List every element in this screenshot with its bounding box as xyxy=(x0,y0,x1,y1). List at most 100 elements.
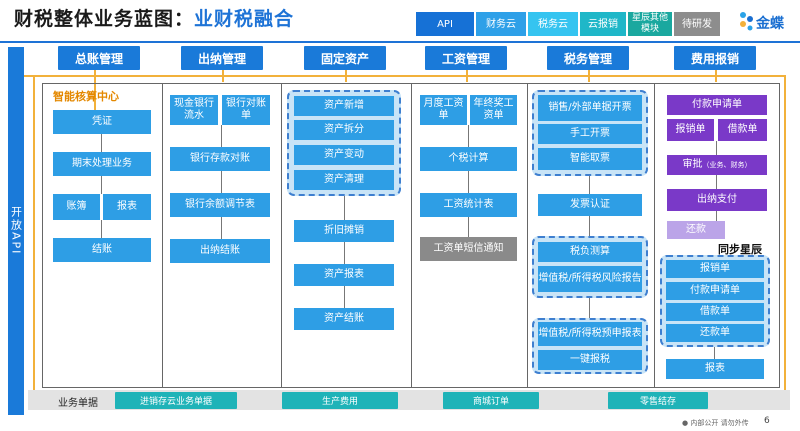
flow-arrow xyxy=(716,141,717,155)
flow-arrow xyxy=(344,196,345,220)
header-assets: 固定资产 xyxy=(304,46,386,70)
legend-daiyanfa: 待研发 xyxy=(674,12,720,36)
legend-shuiwuyun: 税务云 xyxy=(528,12,578,36)
cashier-close: 出纳结账 xyxy=(170,239,270,263)
expense-pay-request: 付款申请单 xyxy=(667,95,767,115)
flow-arrow xyxy=(589,216,590,236)
header-tax: 税务管理 xyxy=(547,46,629,70)
assets-depreciation: 折旧摊销 xyxy=(294,220,394,242)
flow-arrow xyxy=(101,134,102,152)
tax-risk-report: 增值税/所得税风险报告 xyxy=(538,266,642,292)
api-drop-expense xyxy=(715,70,717,82)
column-separator xyxy=(411,83,412,388)
api-connector-right xyxy=(784,75,786,405)
flow-arrow xyxy=(344,242,345,264)
flow-arrow xyxy=(716,175,717,189)
expense-approve-label: 审批 xyxy=(682,159,703,170)
sync-loan: 借款单 xyxy=(666,303,764,321)
tax-sales-invoice: 销售/外部单据开票 xyxy=(538,95,642,121)
cashier-bank-recon: 银行存款对账 xyxy=(170,147,270,171)
expense-loan: 借款单 xyxy=(718,119,767,141)
api-connector-top xyxy=(24,75,784,77)
flow-arrow xyxy=(221,217,222,239)
flow-arrow xyxy=(716,211,717,221)
logo-text: 金蝶 xyxy=(756,16,784,32)
assets-close: 资产结账 xyxy=(294,308,394,330)
salary-sms-notice: 工资单短信通知 xyxy=(420,237,517,261)
ledger-books: 账簿 xyxy=(53,194,100,220)
column-separator xyxy=(654,83,655,388)
expense-payout: 出纳支付 xyxy=(667,189,767,211)
header-salary: 工资管理 xyxy=(425,46,507,70)
title-main: 财税整体业务蓝图： xyxy=(14,8,195,30)
assets-clear: 资产清理 xyxy=(294,170,394,190)
expense-approve-note: （业务、财务） xyxy=(702,161,752,169)
api-drop-ledger xyxy=(94,70,96,110)
chip-inventory-docs: 进销存云业务单据 xyxy=(115,392,237,409)
legend-xingchen: 星辰其他模块 xyxy=(628,12,672,36)
salary-tax-calc: 个税计算 xyxy=(420,147,517,171)
flow-arrow xyxy=(468,125,469,147)
flow-arrow xyxy=(344,286,345,308)
ledger-close: 结账 xyxy=(53,238,151,262)
expense-reimburse: 报销单 xyxy=(667,119,714,141)
sync-reimburse: 报销单 xyxy=(666,260,764,278)
tax-burden-calc: 税负测算 xyxy=(538,242,642,262)
header-expense: 费用报销 xyxy=(674,46,756,70)
flow-arrow xyxy=(468,217,469,237)
ledger-reports: 报表 xyxy=(103,194,151,220)
header-ledger: 总账管理 xyxy=(58,46,140,70)
assets-report: 资产报表 xyxy=(294,264,394,286)
tax-invoice-auth: 发票认证 xyxy=(538,194,642,216)
tax-prepay-report: 增值税/所得税预申报表 xyxy=(538,322,642,346)
column-separator xyxy=(162,83,163,388)
flow-arrow xyxy=(468,171,469,193)
column-separator xyxy=(527,83,528,388)
header-cashier: 出纳管理 xyxy=(181,46,263,70)
chip-retail-stock: 零售结存 xyxy=(608,392,708,409)
assets-split: 资产拆分 xyxy=(294,120,394,140)
open-api-bar: 开放API xyxy=(8,47,24,415)
footer-note: ● 内部公开 请勿外传 xyxy=(682,418,749,428)
legend-caiwuyun: 财务云 xyxy=(476,12,526,36)
expense-approve: 审批（业务、财务） xyxy=(667,155,767,175)
title-highlight: 业财税融合 xyxy=(194,8,295,30)
business-docs-label: 业务单据 xyxy=(58,398,98,409)
ledger-voucher: 凭证 xyxy=(53,110,151,134)
flow-arrow xyxy=(589,298,590,318)
api-drop-salary xyxy=(466,70,468,82)
cashier-balance-adjust: 银行余额调节表 xyxy=(170,193,270,217)
tax-one-click-file: 一键报税 xyxy=(538,350,642,370)
flow-arrow xyxy=(221,125,222,147)
api-drop-cashier xyxy=(222,70,224,82)
open-api-label: 开放API xyxy=(9,206,23,256)
assets-change: 资产变动 xyxy=(294,145,394,165)
api-drop-assets xyxy=(345,70,347,82)
sync-pay-request: 付款申请单 xyxy=(666,282,764,300)
page-number: 6 xyxy=(764,416,770,426)
tax-smart-invoice: 智能取票 xyxy=(538,148,642,170)
smart-accounting-label: 智能核算中心 xyxy=(53,90,119,103)
kingdee-butterfly-icon xyxy=(740,12,753,31)
cashier-bank-statement: 银行对账单 xyxy=(222,95,270,125)
sync-xingchen-label: 同步星辰 xyxy=(718,243,762,256)
api-connector-left xyxy=(33,75,35,403)
flow-arrow xyxy=(101,176,102,194)
salary-monthly: 月度工资单 xyxy=(420,95,467,125)
chip-mall-orders: 商城订单 xyxy=(443,392,539,409)
flow-arrow xyxy=(589,176,590,194)
tax-manual-invoice: 手工开票 xyxy=(538,124,642,144)
footer-note-text: 内部公开 请勿外传 xyxy=(690,419,749,427)
page-title: 财税整体业务蓝图：业财税融合 xyxy=(14,4,294,31)
ledger-period-end: 期末处理业务 xyxy=(53,152,151,176)
legend-yunbaoxiao: 云报销 xyxy=(580,12,626,36)
expense-repay: 还款 xyxy=(667,221,725,239)
api-drop-tax xyxy=(588,70,590,82)
chip-production-costs: 生产费用 xyxy=(282,392,398,409)
assets-add: 资产新增 xyxy=(294,96,394,116)
salary-bonus: 年终奖工资单 xyxy=(470,95,517,125)
title-divider xyxy=(0,41,800,43)
cashier-cash-journal: 现金银行流水 xyxy=(170,95,218,125)
sync-repay: 还款单 xyxy=(666,324,764,342)
flow-arrow xyxy=(101,220,102,238)
